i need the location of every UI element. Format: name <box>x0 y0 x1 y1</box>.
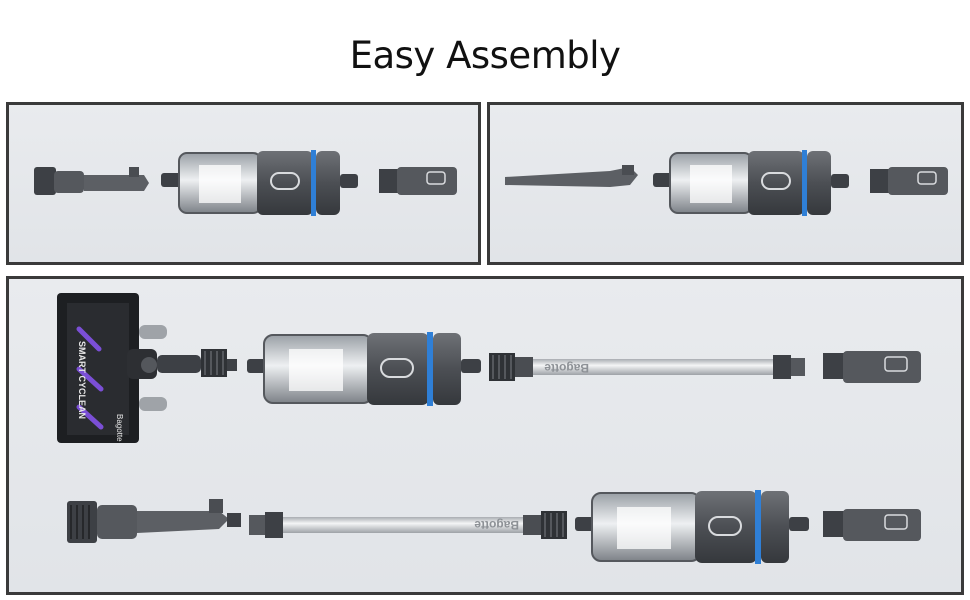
tube-brand-label: Bagotte <box>544 361 589 375</box>
extension-tube[interactable]: Bagotte <box>489 353 805 381</box>
main-unit-2[interactable] <box>575 490 809 564</box>
handle-unit[interactable] <box>870 167 948 195</box>
floor-head-brand-label: Bagotte <box>115 414 124 442</box>
panel-handheld-crevice-tool <box>487 102 964 265</box>
handle-unit[interactable] <box>379 167 457 195</box>
crevice-tool[interactable] <box>505 165 638 187</box>
mini-brush-tool[interactable] <box>34 167 149 195</box>
main-unit[interactable] <box>161 150 358 216</box>
handle-unit[interactable] <box>823 351 921 383</box>
floor-head-neck[interactable] <box>157 349 237 377</box>
floor-head[interactable]: SMART CYCLEAN Bagotte <box>57 293 167 443</box>
tube-brand-label-2: Bagotte <box>474 518 519 532</box>
panel-handheld-mini-brush <box>6 102 481 265</box>
main-unit[interactable] <box>247 332 481 406</box>
mini-brush-tool[interactable] <box>67 499 241 543</box>
page-title: Easy Assembly <box>349 34 621 77</box>
extension-tube-2[interactable]: Bagotte <box>249 511 567 539</box>
floor-head-model-label: SMART CYCLEAN <box>77 341 87 419</box>
handle-unit-2[interactable] <box>823 509 921 541</box>
panel-stick-configuration: SMART CYCLEAN Bagotte <box>6 276 964 595</box>
main-unit[interactable] <box>653 150 849 216</box>
